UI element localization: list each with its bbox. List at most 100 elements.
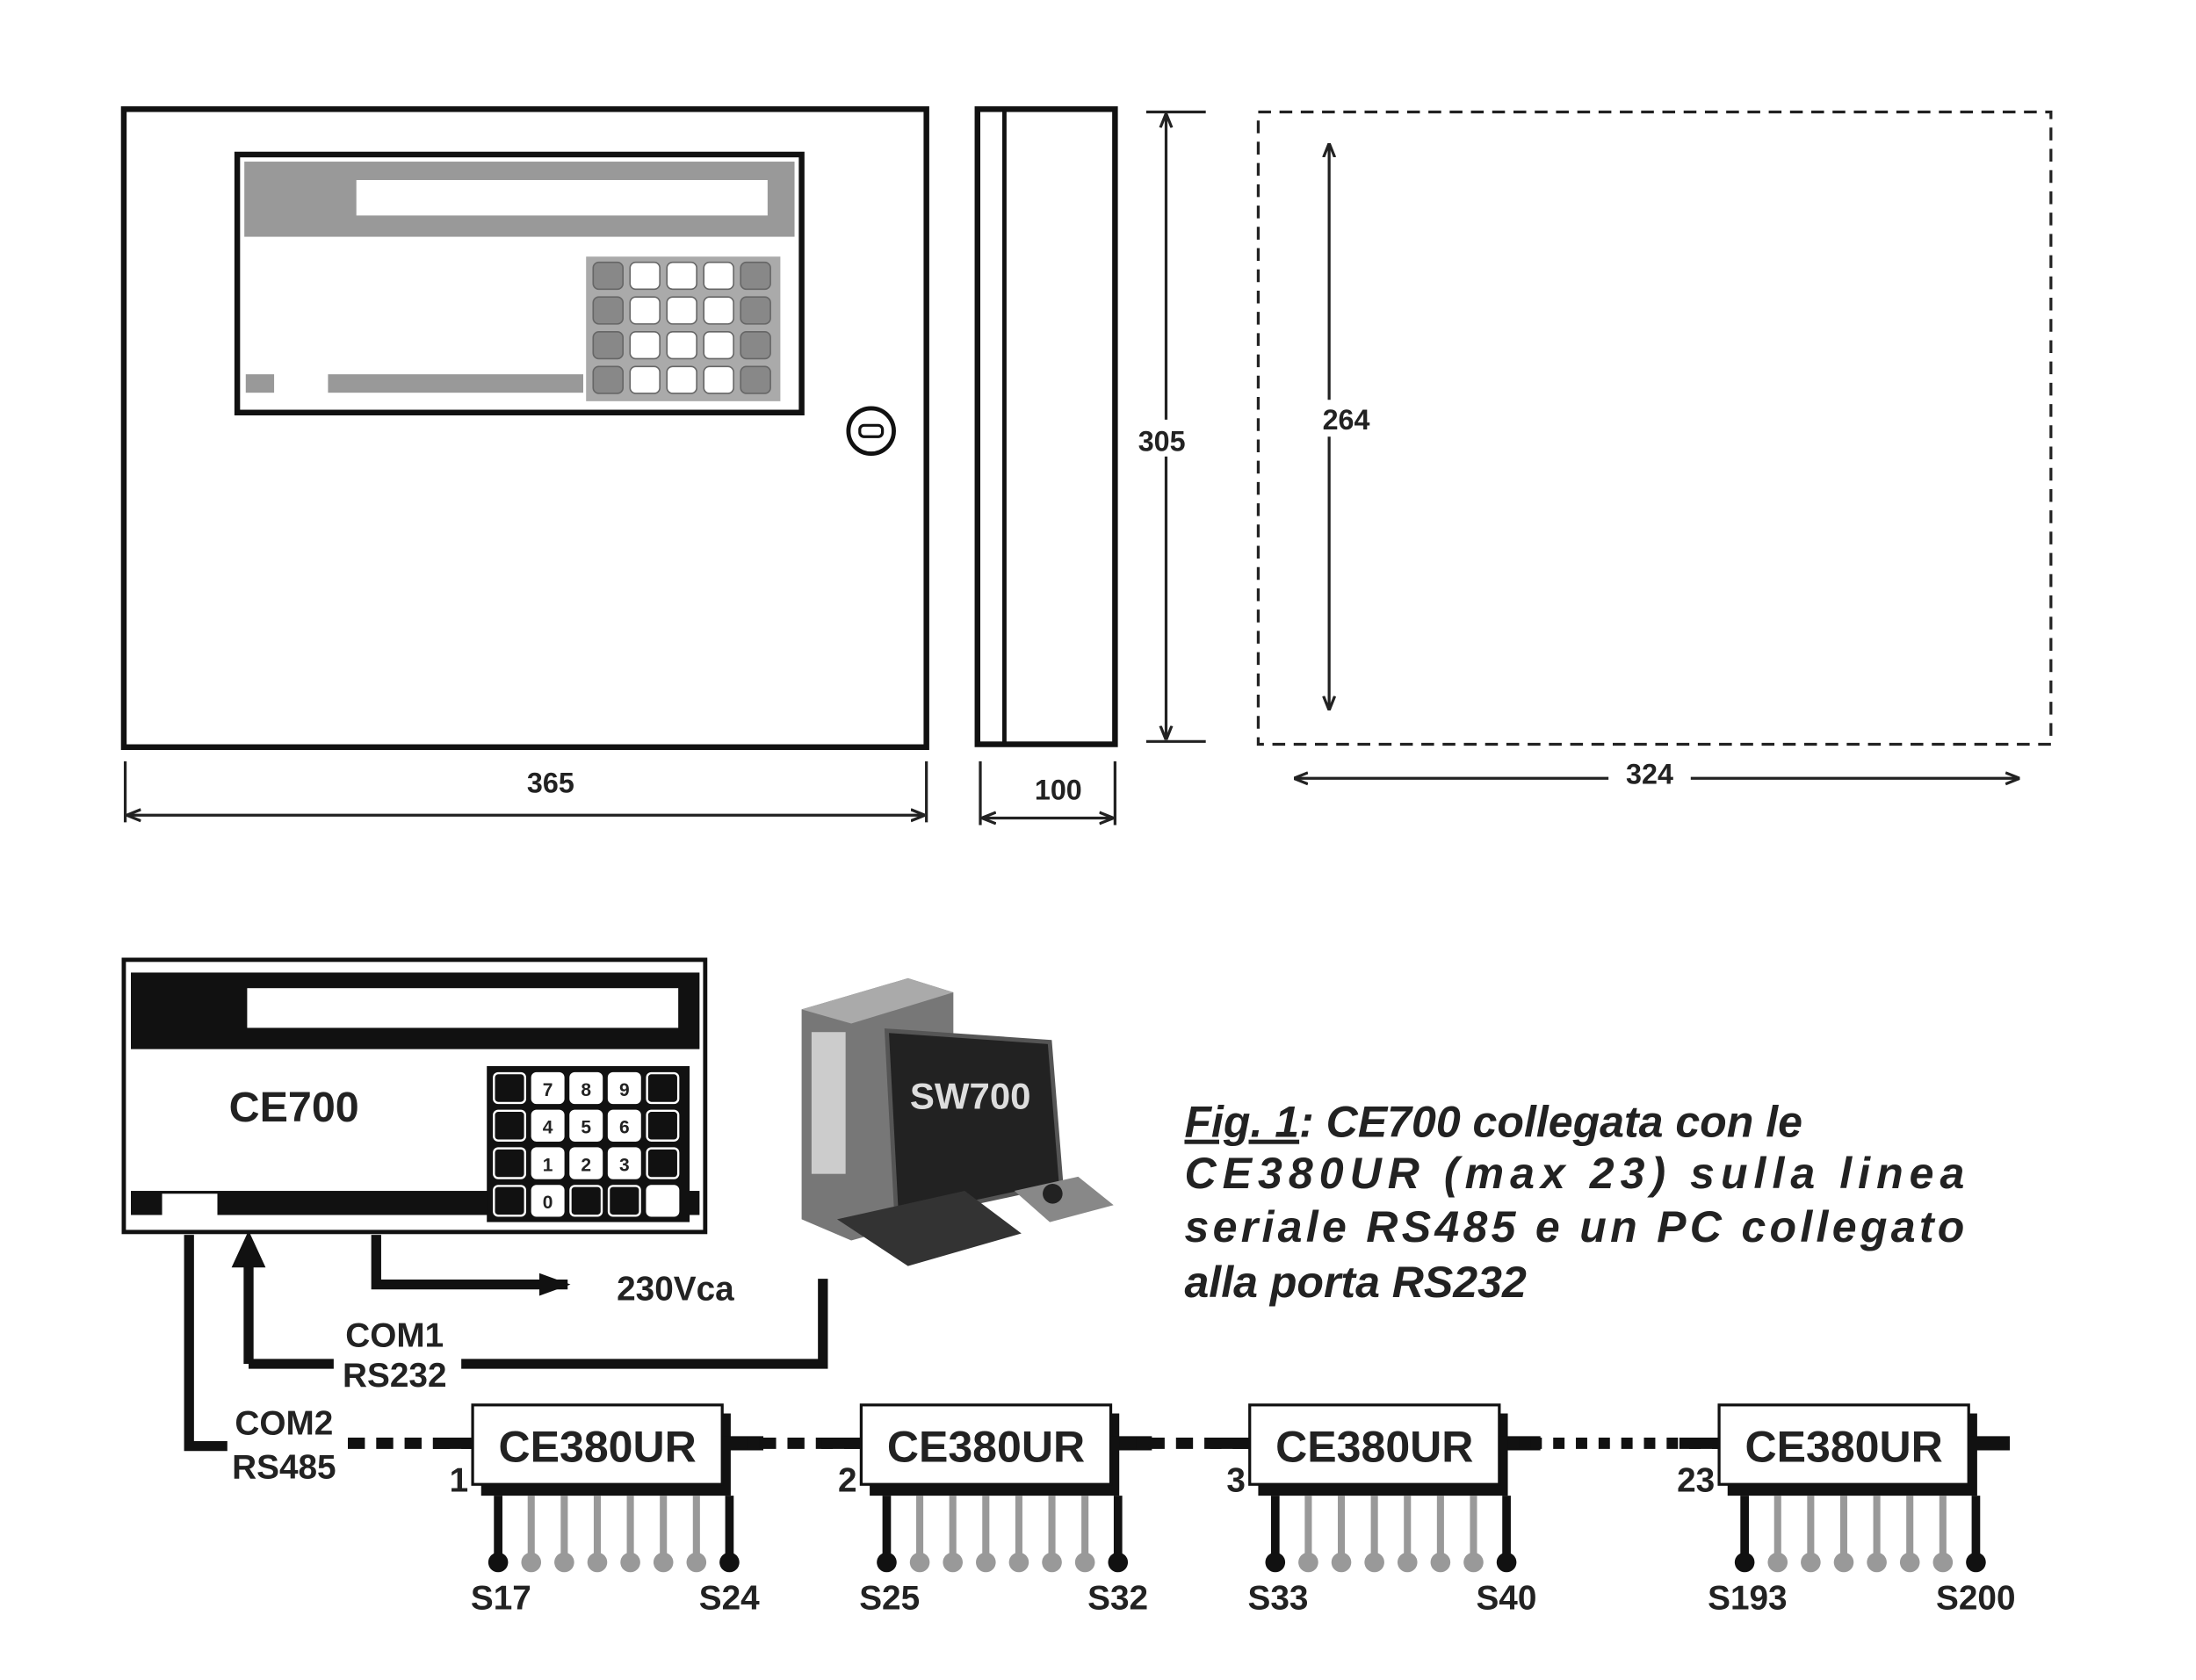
- keypad-key-label: 4: [543, 1118, 553, 1138]
- caption-line: : CE700 collegata con le: [1299, 1098, 1802, 1147]
- sensor-terminal: [521, 1552, 542, 1573]
- sensor-terminal: [1867, 1552, 1887, 1573]
- keypad-key: [531, 1147, 565, 1179]
- sensor-terminal: [1734, 1552, 1755, 1573]
- module-address: 1: [450, 1461, 469, 1499]
- keypad-key: [703, 261, 734, 291]
- com2-label: COM2: [235, 1405, 333, 1443]
- sensor-terminal: [1899, 1552, 1920, 1573]
- sensor-terminal: [1966, 1552, 1986, 1573]
- keypad-key: [629, 330, 661, 360]
- keypad-key: [666, 261, 697, 291]
- keypad-key: [666, 330, 697, 360]
- sensor-terminal: [1074, 1552, 1095, 1573]
- keypad-key: [607, 1185, 641, 1217]
- keypad-key: [703, 330, 734, 360]
- sensor-terminal: [1042, 1552, 1062, 1573]
- keypad-key: [740, 330, 771, 360]
- sensor-terminal: [686, 1552, 707, 1573]
- sensor-terminal: [1108, 1552, 1129, 1573]
- width-label: 365: [527, 767, 574, 798]
- keypad-key: [646, 1185, 680, 1217]
- width-dimension: 365: [123, 761, 928, 823]
- keypad-key: [646, 1071, 680, 1105]
- figure-caption: Fig. 1: CE700 collegata con le CE380UR (…: [1184, 1098, 1964, 1307]
- module-name: CE380UR: [1745, 1422, 1943, 1471]
- sensor-terminal: [1397, 1552, 1418, 1573]
- caption-line: CE380UR (max 23) sulla linea: [1184, 1149, 1964, 1198]
- keypad-key-label: 5: [581, 1118, 591, 1138]
- first-sensor-label: S193: [1708, 1579, 1787, 1617]
- sensor-terminal: [1801, 1552, 1821, 1573]
- sensor-terminal: [1265, 1552, 1286, 1573]
- module-name: CE380UR: [1275, 1422, 1473, 1471]
- sensor-terminal: [1008, 1552, 1029, 1573]
- module-name: CE380UR: [499, 1422, 697, 1471]
- keypad-key: [531, 1109, 565, 1142]
- hole-horizontal-label: 324: [1626, 759, 1673, 790]
- module-address: 2: [838, 1461, 857, 1499]
- keypad-key: [629, 261, 661, 291]
- power-label: 230Vca: [617, 1270, 734, 1308]
- keypad-key: [493, 1109, 527, 1142]
- sensor-terminal: [719, 1552, 740, 1573]
- keypad-key: [569, 1147, 603, 1179]
- caption-line: alla porta RS232: [1184, 1258, 1526, 1307]
- sensor-terminal: [620, 1552, 640, 1573]
- keypad-key: [629, 296, 661, 325]
- keypad-key: [666, 365, 697, 394]
- module-address: 23: [1677, 1461, 1715, 1499]
- first-sensor-label: S33: [1248, 1579, 1309, 1617]
- keypad-key: [569, 1071, 603, 1105]
- key-lock-icon: [846, 406, 896, 457]
- last-sensor-label: S200: [1936, 1579, 2015, 1617]
- enclosure-front-view: [120, 106, 929, 750]
- svg-text:Fig. 1: CE700 collegata con le: Fig. 1: CE700 collegata con le: [1184, 1098, 1802, 1147]
- com2-type-label: RS485: [232, 1449, 336, 1487]
- enclosure-side-view: 100 305: [974, 106, 1206, 826]
- keypad-key: [740, 296, 771, 325]
- sensor-terminal: [1364, 1552, 1384, 1573]
- sensor-terminal: [1298, 1552, 1318, 1573]
- com1-type-label: RS232: [343, 1357, 446, 1395]
- sensor-terminal: [1833, 1552, 1854, 1573]
- keypad-key-label: 3: [619, 1155, 630, 1175]
- controller-name: CE700: [229, 1084, 359, 1131]
- sensor-terminal: [909, 1552, 930, 1573]
- sensor-terminal: [488, 1552, 509, 1573]
- last-sensor-label: S24: [699, 1579, 760, 1617]
- sensor-terminal: [587, 1552, 608, 1573]
- keypad-key: [607, 1071, 641, 1105]
- figure-number: Fig. 1: [1184, 1098, 1299, 1147]
- keypad-key: [703, 365, 734, 394]
- front-keypad: [586, 256, 781, 401]
- keypad-key: [607, 1109, 641, 1142]
- sensor-terminal: [1767, 1552, 1788, 1573]
- keypad-key-label: 7: [543, 1080, 553, 1100]
- keypad-key: [493, 1147, 527, 1179]
- keypad-key-label: 1: [543, 1155, 553, 1175]
- sensor-terminal: [877, 1552, 897, 1573]
- sensor-terminal: [554, 1552, 574, 1573]
- mounting-hole-template: 264 324: [1256, 110, 2053, 796]
- height-label: 305: [1138, 425, 1186, 457]
- hole-vertical-label: 264: [1323, 404, 1370, 436]
- module-name: CE380UR: [887, 1422, 1085, 1471]
- keypad-key: [646, 1109, 680, 1142]
- keypad-key: [740, 365, 771, 394]
- keypad-key-label: 8: [581, 1080, 591, 1100]
- sensor-terminal: [653, 1552, 674, 1573]
- keypad-key-label: 0: [543, 1193, 553, 1213]
- keypad-key: [493, 1185, 527, 1217]
- keypad-key: [607, 1147, 641, 1179]
- keypad-key: [629, 365, 661, 394]
- keypad-key: [666, 296, 697, 325]
- sensor-terminal: [1331, 1552, 1352, 1573]
- keypad-key: [740, 261, 771, 291]
